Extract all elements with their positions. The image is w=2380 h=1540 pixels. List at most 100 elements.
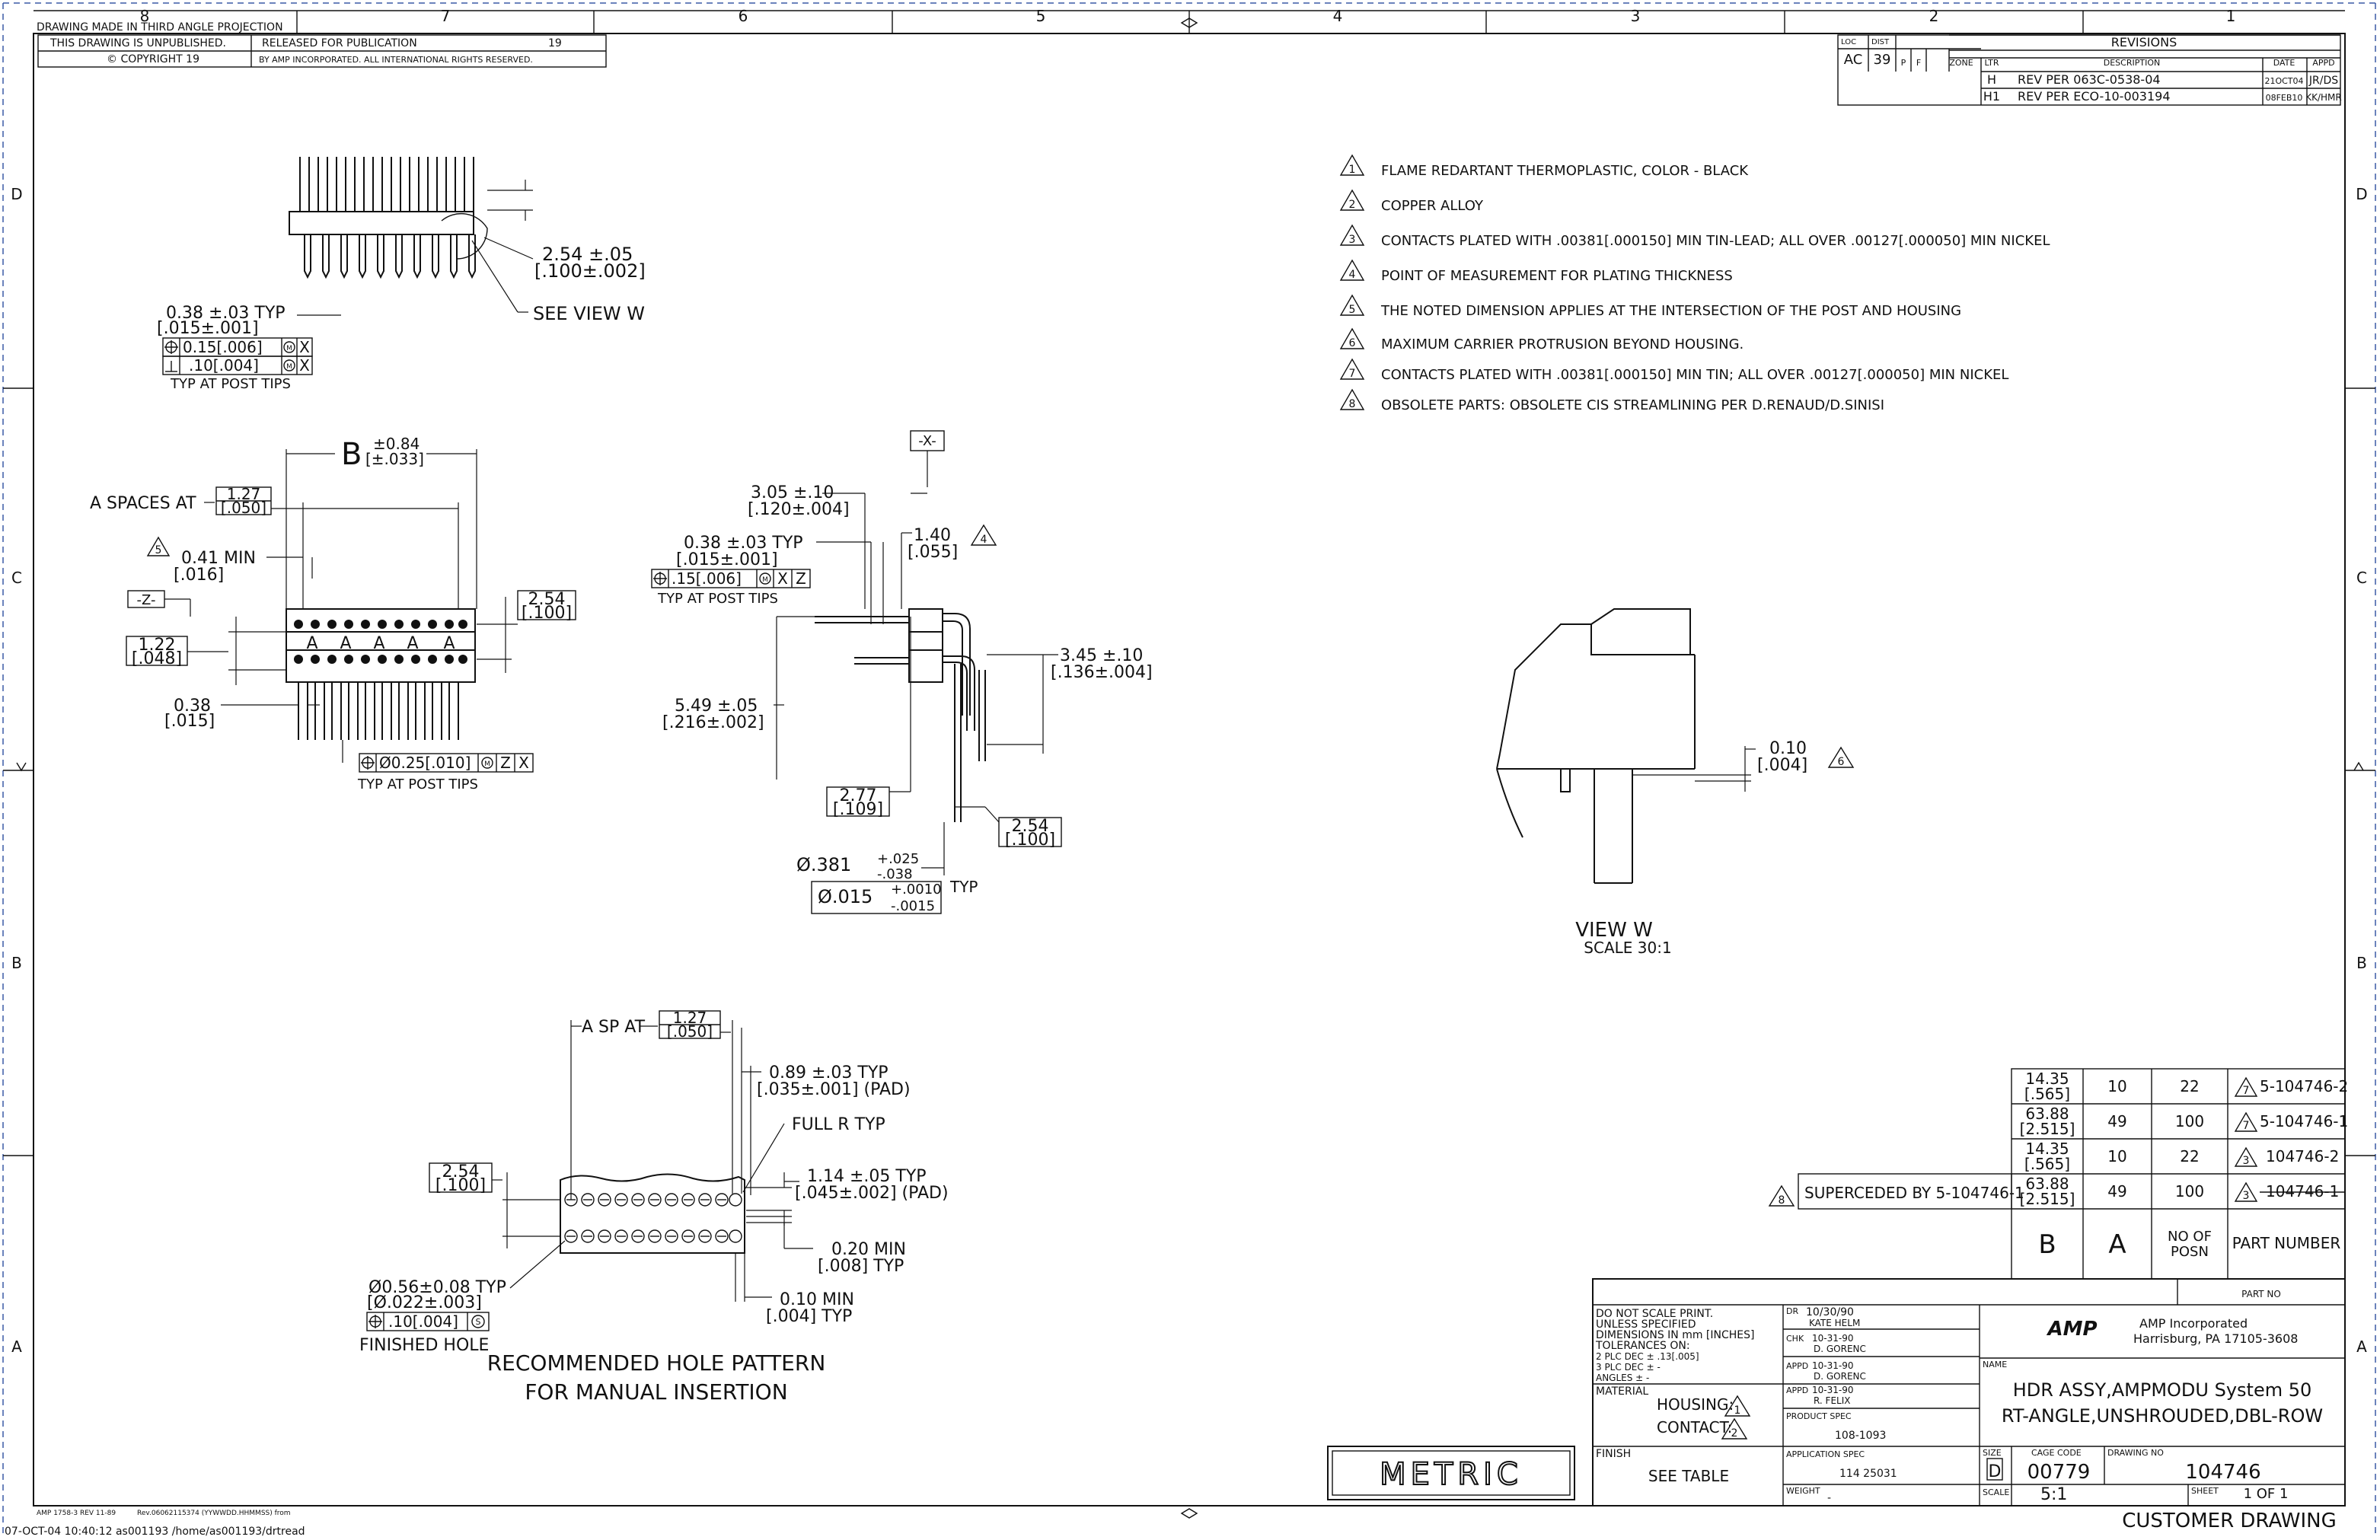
svg-text:10: 10 <box>2107 1077 2126 1095</box>
row-letter-a: A <box>407 634 418 653</box>
delta-marker-icon <box>1339 154 1365 176</box>
finish-label: FINISH <box>1596 1448 1631 1460</box>
zone-row-a-left: A <box>11 1338 22 1356</box>
svg-text:SHEET: SHEET <box>2191 1486 2219 1496</box>
header-part-number: PART NUMBER <box>2232 1234 2341 1252</box>
svg-text:Ø0.25[.010]: Ø0.25[.010] <box>379 754 471 772</box>
delta-marker-icon <box>1339 388 1365 410</box>
note-text: FLAME REDARTANT THERMOPLASTIC, COLOR - B… <box>1381 163 1749 179</box>
hole-dia-dim-inch: [Ø.022±.003] <box>367 1293 482 1312</box>
std-note: 3 PLC DEC ± - <box>1596 1362 1661 1373</box>
svg-text:SCALE: SCALE <box>1983 1487 2009 1497</box>
svg-text:3: 3 <box>2243 1155 2250 1167</box>
typ-post-tips-label: TYP AT POST TIPS <box>357 776 478 792</box>
row-pitch-dim-inch: [.100] <box>435 1176 486 1195</box>
zone-col-2: 2 <box>1929 7 1939 25</box>
note-text: OBSOLETE PARTS: OBSOLETE CIS STREAMLININ… <box>1381 397 1884 413</box>
wire-dia-inch-minus: -.0015 <box>891 898 935 914</box>
rights-note: BY AMP INCORPORATED. ALL INTERNATIONAL R… <box>259 55 533 65</box>
product-spec: 108-1093 <box>1835 1430 1886 1442</box>
zone-row-b-left: B <box>11 954 22 972</box>
rev-desc: REV PER 063C-0538-04 <box>2018 72 2161 87</box>
copyright-note: © COPYRIGHT 19 <box>107 53 199 65</box>
view-w: 0.10 [.004] 6 VIEW W SCALE 30:1 <box>1496 608 1855 957</box>
wire-dia-mm-minus: -.038 <box>877 866 913 882</box>
svg-text:63.88: 63.88 <box>2025 1105 2069 1123</box>
delta-marker-icon <box>1721 1417 1748 1440</box>
svg-text:104746-1: 104746-1 <box>2266 1182 2339 1200</box>
typ-post-tips-label: TYP AT POST TIPS <box>170 376 291 392</box>
loc-label: LOC <box>1841 38 1856 46</box>
dim-549-inch: [.216±.002] <box>662 713 764 732</box>
svg-text:63.88: 63.88 <box>2025 1175 2069 1193</box>
appd-col-header: APPD <box>2312 58 2334 68</box>
feature-control-frame-position: 0.15[.006] M X <box>162 337 313 357</box>
delta-marker-icon <box>2234 1076 2258 1097</box>
delta-marker-icon <box>2234 1146 2258 1167</box>
full-r-label: FULL R TYP <box>792 1115 885 1134</box>
svg-text:APPLICATION SPEC: APPLICATION SPEC <box>1786 1449 1865 1459</box>
post-dim-inch: [.015±.001] <box>157 319 259 338</box>
chk-name: D. GORENC <box>1814 1344 1866 1354</box>
rev-appd: KK/HMR <box>2305 92 2342 103</box>
zone-col-header: ZONE <box>1949 58 1973 68</box>
svg-text:8: 8 <box>1349 398 1356 410</box>
feature-control-frame-hole: .10[.004] S <box>366 1312 490 1331</box>
view-w-callout-circle <box>441 212 488 260</box>
amp-logo: AMP <box>2046 1318 2097 1341</box>
note-item: 6 MAXIMUM CARRIER PROTRUSION BEYOND HOUS… <box>1339 327 1744 352</box>
file-path: Rev.06062115374 (YYWWDD.HHMMSS) from <box>137 1510 291 1517</box>
header-block: DRAWING MADE IN THIRD ANGLE PROJECTION T… <box>37 21 607 68</box>
rev-appd: JR/DS <box>2308 75 2338 87</box>
svg-text:7: 7 <box>1349 368 1356 380</box>
zone-row-c-left: C <box>11 569 22 587</box>
header-posn-2: POSN <box>2171 1244 2209 1260</box>
header-a: A <box>2108 1229 2126 1260</box>
scale-value: 5:1 <box>2040 1485 2067 1504</box>
zone-col-5: 5 <box>1036 7 1046 25</box>
table-row: 14.35 [.565] 10 22 7 5-104746-2 <box>2024 1070 2348 1103</box>
dim-277: 2.77 <box>840 786 877 805</box>
svg-text:M: M <box>286 363 292 371</box>
revisions-block: REVISIONS LOC AC DIST 39 P F ZONE LTR DE… <box>1837 34 2342 106</box>
dim-305: 3.05 ±.10 <box>751 483 834 502</box>
note-item: 8 OBSOLETE PARTS: OBSOLETE CIS STREAMLIN… <box>1339 388 1884 413</box>
dim-010-inch: [.004] <box>1757 756 1807 775</box>
superceded-note: SUPERCEDED BY 5-104746-1 <box>1804 1184 2024 1202</box>
dim-549: 5.49 ±.05 <box>675 697 758 716</box>
table-row: 63.88 [2.515] 49 100 7 5-104746-1 <box>2020 1105 2349 1138</box>
delta-marker-icon <box>970 524 997 546</box>
dim-010: 0.10 <box>1769 739 1807 758</box>
svg-text:M: M <box>762 576 768 584</box>
mmc-modifier-icon <box>759 572 771 585</box>
svg-text:2: 2 <box>1349 199 1356 211</box>
std-note: TOLERANCES ON: <box>1595 1340 1690 1352</box>
dim-038-inch: [.015±.001] <box>676 550 778 569</box>
p-label: P <box>1901 58 1906 68</box>
revision-row: H1 REV PER ECO-10-003194 08FEB10 KK/HMR <box>1983 89 2342 104</box>
revisions-title: REVISIONS <box>2111 35 2177 49</box>
wire-dia-mm-plus: +.025 <box>877 851 919 867</box>
dim-254-inch: [.100] <box>1005 831 1055 850</box>
top-view: 2.54 ±.05 [.100±.002] SEE VIEW W 0.38 ±.… <box>157 157 646 392</box>
note-item: 7 CONTACTS PLATED WITH .00381[.000150] M… <box>1339 358 2008 383</box>
drawing-name-line1: HDR ASSY,AMPMODU System 50 <box>2013 1379 2312 1401</box>
company-city: Harrisburg, PA 17105-3608 <box>2133 1331 2298 1346</box>
footer: AMP 1758-3 REV 11-89 Rev.06062115374 (YY… <box>5 1510 305 1538</box>
svg-text:14.35: 14.35 <box>2025 1070 2069 1088</box>
a-spaces-label: A SPACES AT <box>90 494 196 513</box>
mmc-modifier-icon <box>481 757 493 769</box>
b-dim-tol: ±0.84 <box>373 435 420 453</box>
rfs-modifier-icon <box>471 1315 485 1328</box>
mmc-modifier-icon <box>283 359 295 371</box>
finished-hole-label: FINISHED HOLE <box>359 1336 489 1355</box>
delta-marker-icon <box>1339 224 1365 246</box>
row-pitch-dim: 2.54 <box>442 1162 480 1181</box>
svg-text:X: X <box>518 754 529 772</box>
rev-ltr: H <box>1987 72 1996 87</box>
header-posn-1: NO OF <box>2168 1229 2212 1245</box>
zone-col-3: 3 <box>1631 7 1641 25</box>
note-item: 1 FLAME REDARTANT THERMOPLASTIC, COLOR -… <box>1339 154 1749 179</box>
delta-marker-icon <box>1339 327 1365 349</box>
